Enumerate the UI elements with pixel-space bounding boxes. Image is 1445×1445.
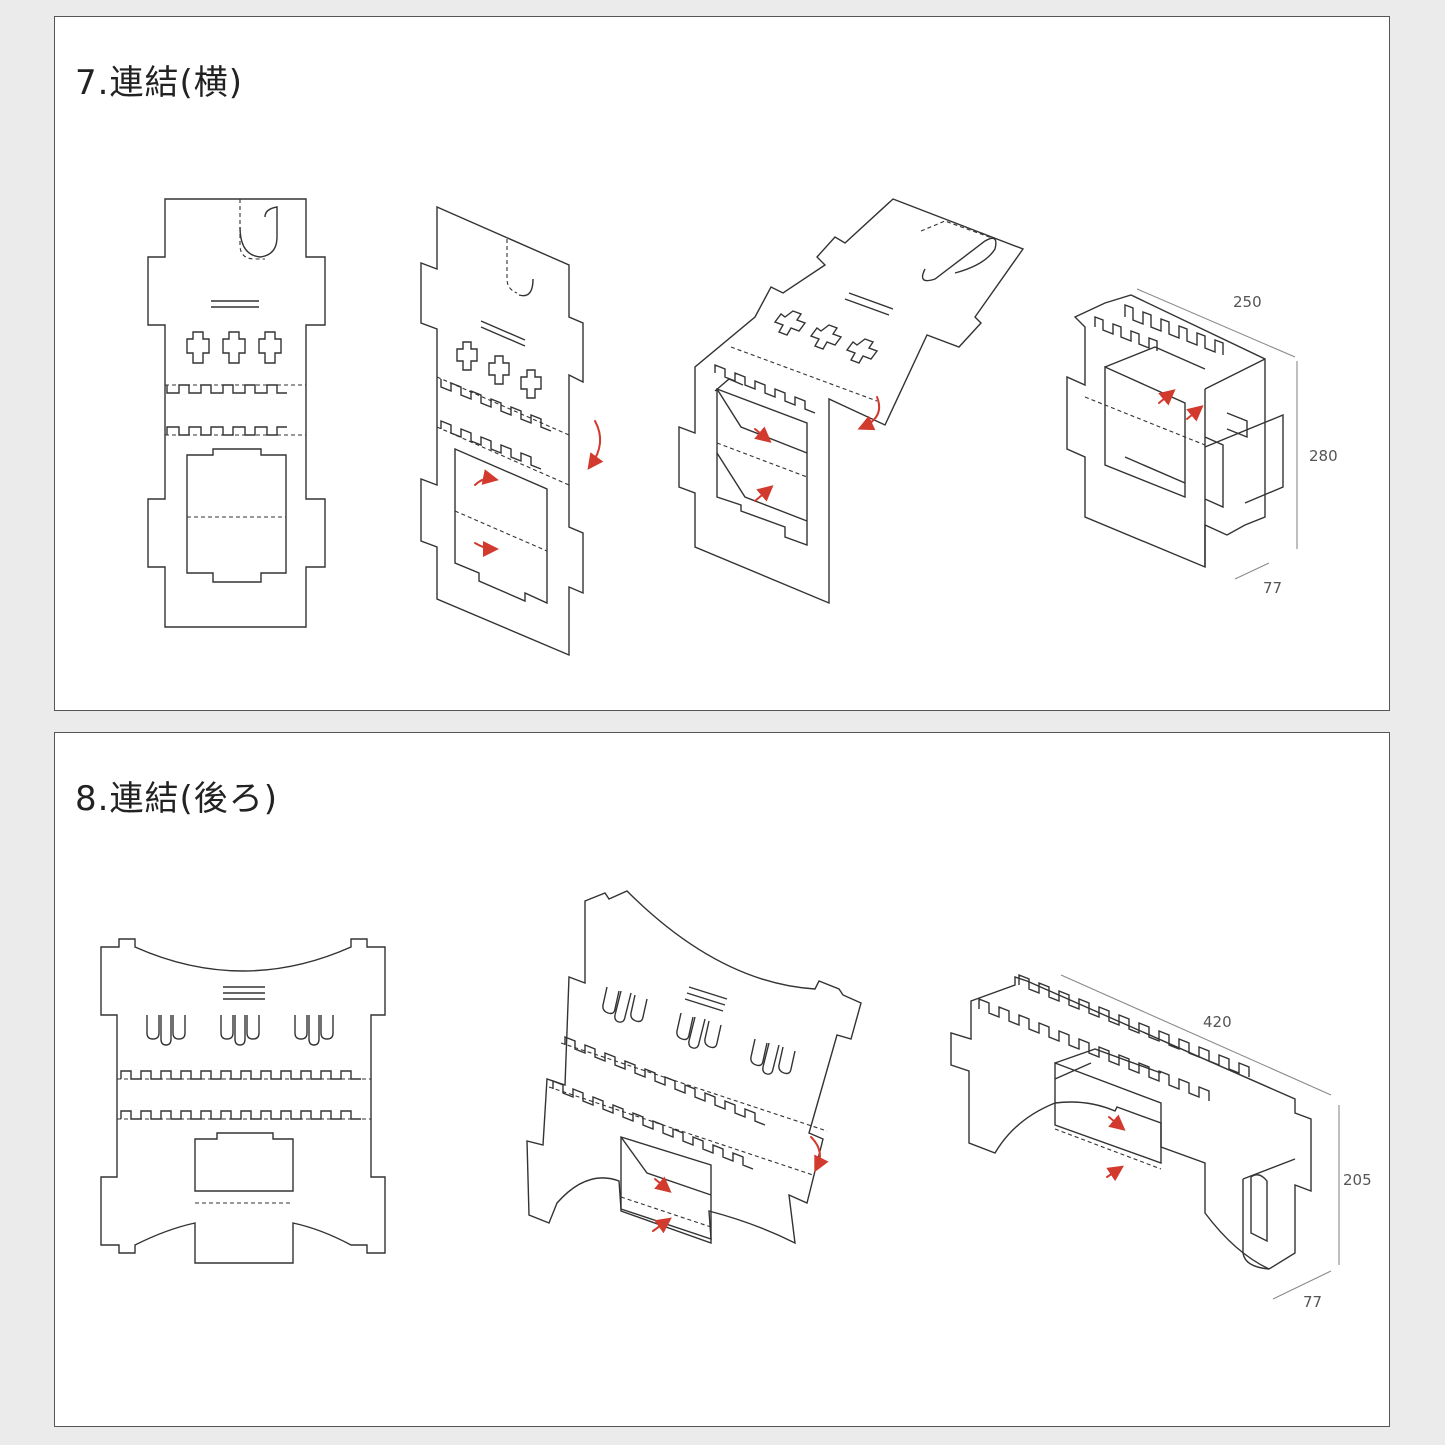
- step-8-panel: 8.連結(後ろ): [54, 732, 1390, 1427]
- dimension-width: 250: [1233, 293, 1262, 311]
- flat-back-panel: [100, 938, 386, 1264]
- step-7-diagram: 250 280 77: [147, 198, 1338, 657]
- flat-side-panel: [147, 198, 326, 628]
- assembled-side-box: 250 280 77: [1066, 288, 1338, 597]
- dimension-height: 280: [1309, 447, 1338, 465]
- dimension-depth: 77: [1263, 579, 1282, 597]
- step-8-diagram: 420 205 77: [100, 890, 1372, 1311]
- step-7-panel: 7.連結(横): [54, 16, 1390, 711]
- assembled-back-box: 420 205 77: [950, 973, 1372, 1311]
- tilted-side-panel: [420, 205, 604, 657]
- dimension-height: 205: [1343, 1171, 1372, 1189]
- dimension-depth: 77: [1303, 1293, 1322, 1311]
- tilted-back-panel: [526, 890, 862, 1245]
- dimension-width: 420: [1203, 1013, 1232, 1031]
- step-title: 8.連結(後ろ): [75, 779, 278, 819]
- folding-side-panel: [678, 198, 1025, 605]
- step-title: 7.連結(横): [75, 63, 243, 103]
